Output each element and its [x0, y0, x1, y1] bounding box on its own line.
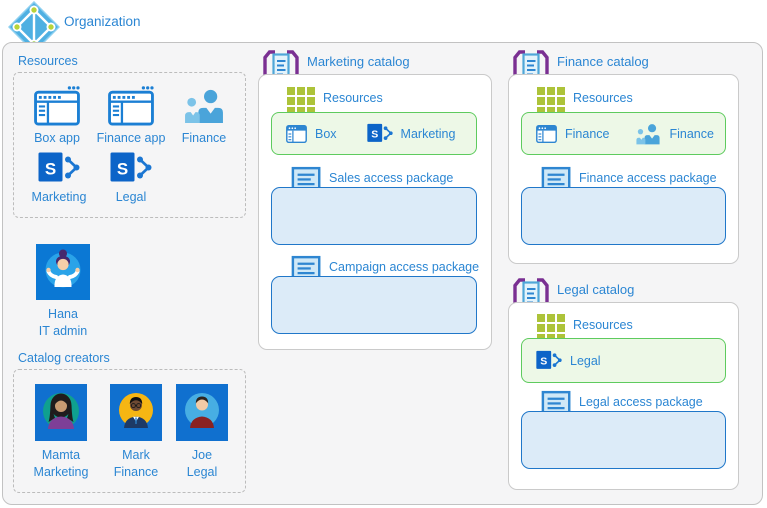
resources-grid-icon — [537, 87, 565, 115]
marketing-resources-box: Box Marketing — [271, 112, 477, 155]
creator-joe: Joe Legal — [172, 384, 232, 481]
finance-catalog-title: Finance catalog — [557, 54, 649, 69]
resources-panel — [13, 72, 246, 218]
creator-mark: Mark Finance — [103, 384, 169, 481]
resource-label: Finance — [565, 126, 610, 141]
finance-resources-box: Finance Finance — [521, 112, 726, 155]
finance-access-package-box — [521, 187, 726, 245]
package-label: Finance access package — [579, 171, 717, 185]
package-label: Campaign access package — [329, 260, 480, 274]
sharepoint-icon — [536, 350, 562, 371]
it-admin-figure: Hana IT admin — [30, 244, 96, 340]
legal-catalog-title: Legal catalog — [557, 282, 635, 297]
catalog-resources-title: Resources — [323, 91, 383, 105]
avatar-joe — [176, 384, 228, 441]
admin-role: IT admin — [38, 324, 88, 338]
resources-grid-icon — [287, 87, 315, 115]
package-label: Sales access package — [329, 171, 454, 185]
resource-label: Box — [315, 126, 337, 141]
creator-name: Mark — [122, 448, 150, 462]
creator-name: Joe — [191, 448, 213, 462]
sharepoint-icon — [110, 151, 152, 185]
avatar-hana — [36, 244, 90, 300]
legal-access-package-box — [521, 411, 726, 469]
resource-marketing-site: Marketing — [26, 151, 92, 204]
table-app-icon — [286, 125, 307, 143]
resource-label: Marketing — [31, 190, 87, 204]
sharepoint-icon — [367, 123, 393, 144]
admin-name: Hana — [48, 307, 78, 321]
campaign-access-package-box — [271, 276, 477, 334]
marketing-catalog-title: Marketing catalog — [307, 54, 410, 69]
app-window-icon — [34, 85, 80, 126]
creator-role: Legal — [186, 465, 218, 479]
resource-label: Finance — [669, 126, 714, 141]
resource-label: Legal — [570, 353, 601, 368]
resource-label: Finance app — [96, 131, 166, 145]
catalog-creators-title: Catalog creators — [18, 351, 110, 365]
table-app-icon — [536, 125, 557, 143]
avatar-mamta — [35, 384, 87, 441]
catalog-creators-panel — [13, 369, 246, 493]
resource-label: Box app — [34, 131, 80, 145]
creator-mamta: Mamta Marketing — [28, 384, 94, 481]
resources-section-title: Resources — [18, 54, 78, 68]
resource-label: Finance — [181, 131, 227, 145]
creator-role: Marketing — [33, 465, 89, 479]
resource-finance-app: Finance app — [94, 85, 168, 145]
resource-label: Legal — [115, 190, 147, 204]
package-label: Legal access package — [579, 395, 703, 409]
resource-legal-site: Legal — [104, 151, 158, 204]
creator-name: Mamta — [41, 448, 81, 462]
sharepoint-icon — [38, 151, 80, 185]
avatar-mark — [110, 384, 162, 441]
catalog-resources-title: Resources — [573, 91, 633, 105]
catalog-resources-title: Resources — [573, 318, 633, 332]
resource-box-app: Box app — [24, 85, 90, 145]
people-icon — [635, 123, 661, 145]
resource-label: Marketing — [400, 126, 456, 141]
resource-finance-group: Finance — [176, 88, 232, 145]
sales-access-package-box — [271, 187, 477, 245]
organization-title: Organization — [64, 14, 141, 29]
legal-resources-box: Legal — [521, 338, 726, 383]
creator-role: Finance — [113, 465, 159, 479]
app-window-icon — [108, 85, 154, 126]
people-icon — [183, 88, 225, 124]
